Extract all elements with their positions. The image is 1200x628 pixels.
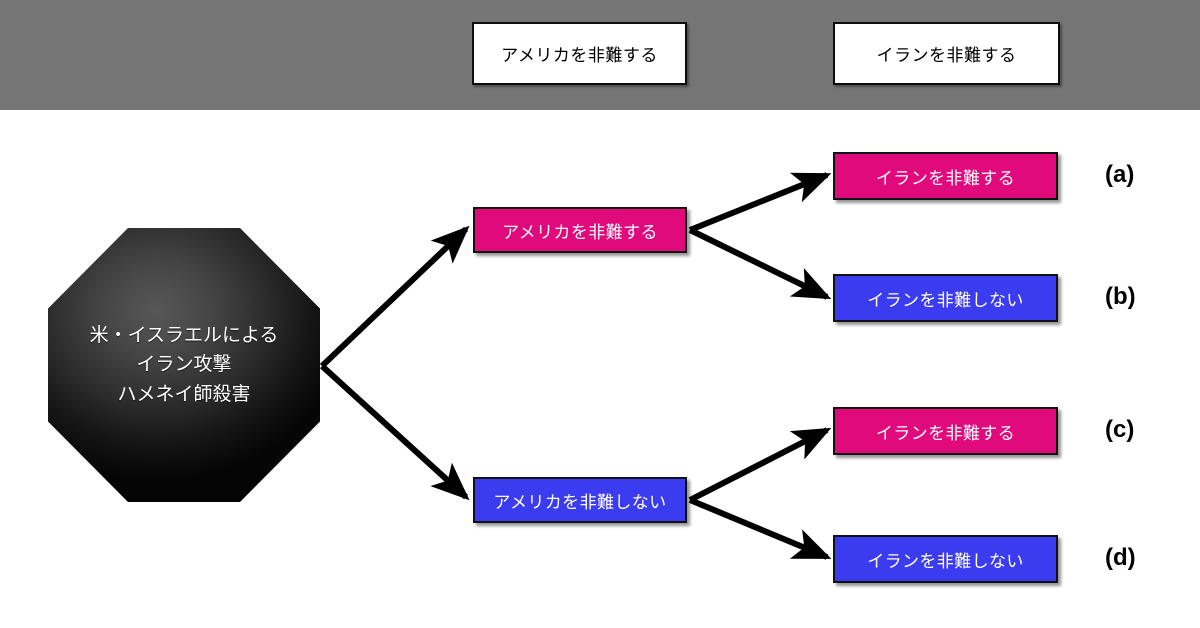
node-label: イランを非難する <box>875 168 1016 188</box>
outcome-label-c: (c) <box>1105 416 1135 443</box>
node-label: アメリカを非難する <box>502 222 658 242</box>
outcome-label-a: (a) <box>1105 161 1135 188</box>
node-outcome-c: イランを非難する <box>833 407 1058 455</box>
root-node-line-2: イラン攻撃 <box>136 354 232 376</box>
root-node-octagon: 米・イスラエルによる イラン攻撃 ハメネイ師殺害 <box>48 228 320 502</box>
root-node-line-3: ハメネイ師殺害 <box>117 383 251 405</box>
arrow-noblame-america-to-d <box>688 497 832 560</box>
node-outcome-b: イランを非難しない <box>833 274 1058 322</box>
legend-box-blame-iran: イランを非難する <box>833 22 1060 85</box>
root-node-line-1: 米・イスラエルによる <box>89 324 279 346</box>
arrow-noblame-america-to-c <box>688 427 832 503</box>
outcome-label-b: (b) <box>1105 283 1136 310</box>
arrow-blame-america-to-b <box>688 227 832 300</box>
arrow-blame-america-to-a <box>688 172 832 233</box>
legend-box-blame-america: アメリカを非難する <box>472 22 687 85</box>
arrow-root-to-noblame-america <box>319 363 470 501</box>
node-label: アメリカを非難しない <box>493 492 667 512</box>
outcome-label-d: (d) <box>1105 544 1136 571</box>
legend-box-label: イランを非難する <box>876 46 1017 65</box>
node-not-blame-america: アメリカを非難しない <box>473 477 687 523</box>
arrow-root-to-blame-america <box>319 225 470 369</box>
node-outcome-a: イランを非難する <box>833 152 1058 200</box>
node-blame-america: アメリカを非難する <box>473 207 687 253</box>
node-label: イランを非難しない <box>867 551 1024 571</box>
node-outcome-d: イランを非難しない <box>833 535 1058 583</box>
node-label: イランを非難する <box>875 423 1016 443</box>
legend-box-label: アメリカを非難する <box>501 46 658 65</box>
node-label: イランを非難しない <box>867 290 1024 310</box>
